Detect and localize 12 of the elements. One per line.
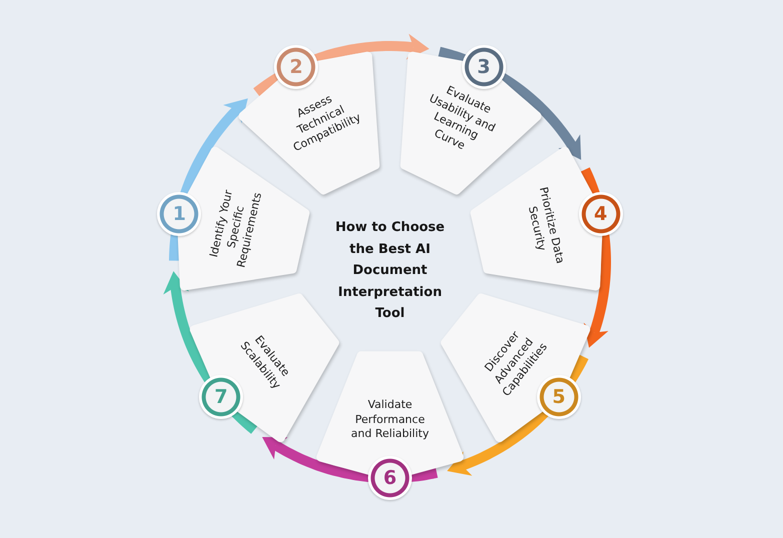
step-card [440, 293, 591, 443]
step-number-badge: 6 [368, 456, 412, 500]
step-card [238, 45, 380, 195]
step-card [189, 293, 340, 443]
step-card [470, 146, 623, 291]
step-text: Validate Performance and Reliability [350, 398, 430, 442]
step-number-badge: 2 [274, 45, 318, 90]
step-text: Prioritize Data Security [525, 184, 568, 267]
diagram-title: How to Choose the Best AI Document Interpretation Tool [334, 219, 446, 323]
step-number-badge: 1 [157, 192, 202, 236]
step-card [316, 351, 464, 500]
step-card [400, 45, 542, 195]
